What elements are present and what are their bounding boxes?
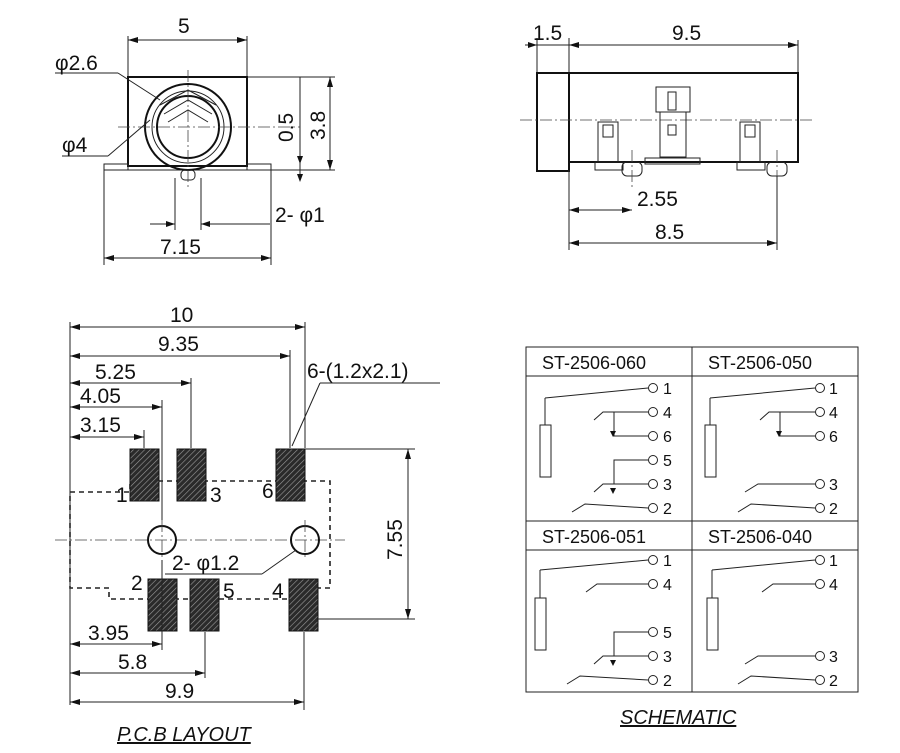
dim-5-25: 5.25 [95,361,136,384]
dim-7-55: 7.55 [384,519,407,560]
svg-text:5: 5 [663,453,672,470]
svg-text:1: 1 [829,381,838,398]
model-header-051: ST-2506-051 [542,527,646,547]
svg-text:1: 1 [663,381,672,398]
svg-text:4: 4 [663,405,672,422]
pin-label-3: 3 [210,484,222,507]
svg-text:5: 5 [663,625,672,642]
dim-5-8: 5.8 [118,651,147,674]
pad-4 [288,578,319,632]
pin-label-2: 2 [131,572,143,595]
dim-3-8: 3.8 [307,111,330,140]
pcb-layout: 1 3 6 2 5 4 2- φ1.2 10 9.35 5.25 4.05 [55,304,440,746]
pad-1 [129,448,160,502]
svg-text:1: 1 [829,553,838,570]
schematic-040: 1 4 3 2 [706,553,838,690]
side-cap [536,72,570,172]
dim-3-95: 3.95 [88,622,129,645]
dim-2-55: 2.55 [637,188,678,211]
pin-label-4: 4 [272,580,284,603]
dim-4-05: 4.05 [80,385,121,408]
model-header-040: ST-2506-040 [708,527,812,547]
schematic-caption: SCHEMATIC [620,707,737,729]
pad-6 [275,448,306,502]
side-lever [655,86,691,113]
pad-3 [176,448,207,502]
pin-label-6: 6 [262,480,274,503]
model-header-060: ST-2506-060 [542,353,646,373]
pcb-layout-caption: P.C.B LAYOUT [117,724,253,746]
dim-1-5: 1.5 [533,22,562,45]
dim-8-5: 8.5 [655,221,684,244]
dim-9-35: 9.35 [158,333,199,356]
dim-10: 10 [170,304,193,327]
dim-phi-4: φ4 [62,134,88,157]
side-view: 1.5 9.5 2.55 8.5 [520,22,815,250]
dim-phi-2-6: φ2.6 [55,52,98,75]
svg-text:4: 4 [829,405,838,422]
dim-9-5: 9.5 [672,22,701,45]
dim-5: 5 [178,15,190,38]
side-pad-right [739,121,761,163]
svg-text:3: 3 [829,477,838,494]
side-body [568,72,799,163]
schematic-050: 1 4 6 3 2 [704,381,838,518]
dim-pad-size: 6-(1.2x2.1) [307,360,409,383]
side-pad-left [597,121,619,163]
dim-2-phi-1-2: 2- φ1.2 [172,552,239,575]
pin-label-1: 1 [116,484,128,507]
pad-5 [189,578,220,632]
svg-text:3: 3 [663,649,672,666]
svg-text:4: 4 [829,577,838,594]
dim-3-15: 3.15 [80,414,121,437]
dim-9-9: 9.9 [165,680,194,703]
svg-text:2: 2 [663,673,672,690]
front-view: 5 φ2.6 φ4 0.5 3.8 2- φ1 7.15 [55,15,335,265]
dim-7-15: 7.15 [160,236,201,259]
svg-text:6: 6 [663,429,672,446]
dim-2-phi-1: 2- φ1 [275,204,325,227]
svg-text:4: 4 [663,577,672,594]
svg-text:2: 2 [829,673,838,690]
svg-text:3: 3 [663,477,672,494]
svg-text:1: 1 [663,553,672,570]
pin-label-5: 5 [223,580,235,603]
svg-text:6: 6 [829,429,838,446]
model-header-050: ST-2506-050 [708,353,812,373]
svg-text:3: 3 [829,649,838,666]
schematic: ST-2506-060 ST-2506-050 ST-2506-051 ST-2… [525,346,859,729]
dim-0-5: 0.5 [275,113,298,142]
schematic-060: 1 4 6 5 3 2 [539,381,672,518]
svg-text:2: 2 [829,501,838,518]
front-body [127,76,248,167]
svg-text:2: 2 [663,501,672,518]
schematic-051: 1 4 5 3 2 [534,553,672,690]
